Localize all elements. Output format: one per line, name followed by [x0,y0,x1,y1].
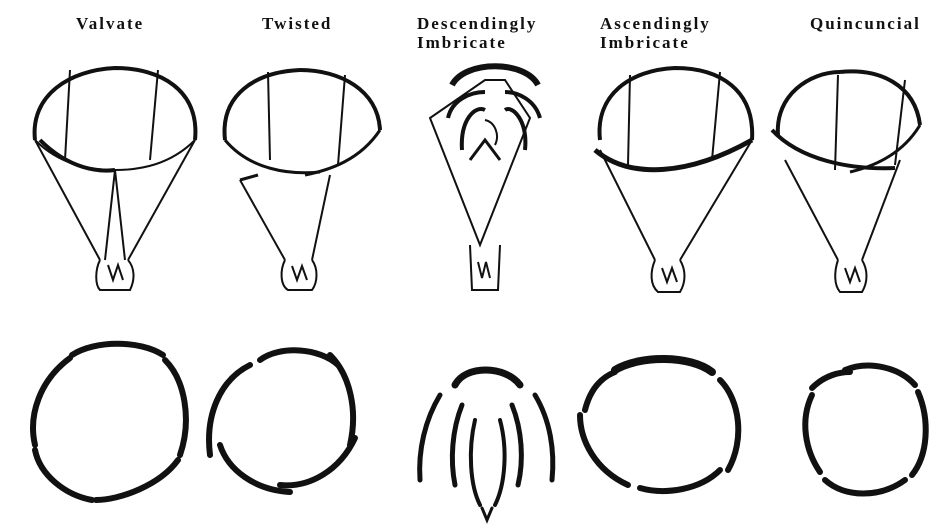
quincuncial-floral-diagram [805,366,925,494]
quincuncial-flower-side-view [772,71,920,292]
descendingly-imbricate-flower-side-view [430,66,540,290]
ascendingly-imbricate-floral-diagram [580,359,738,491]
twisted-flower-side-view [225,70,380,290]
valvate-flower-side-view [35,68,196,290]
valvate-floral-diagram [33,344,186,500]
ascendingly-imbricate-flower-side-view [595,68,752,292]
descendingly-imbricate-floral-diagram [420,370,553,520]
twisted-floral-diagram [209,350,355,492]
